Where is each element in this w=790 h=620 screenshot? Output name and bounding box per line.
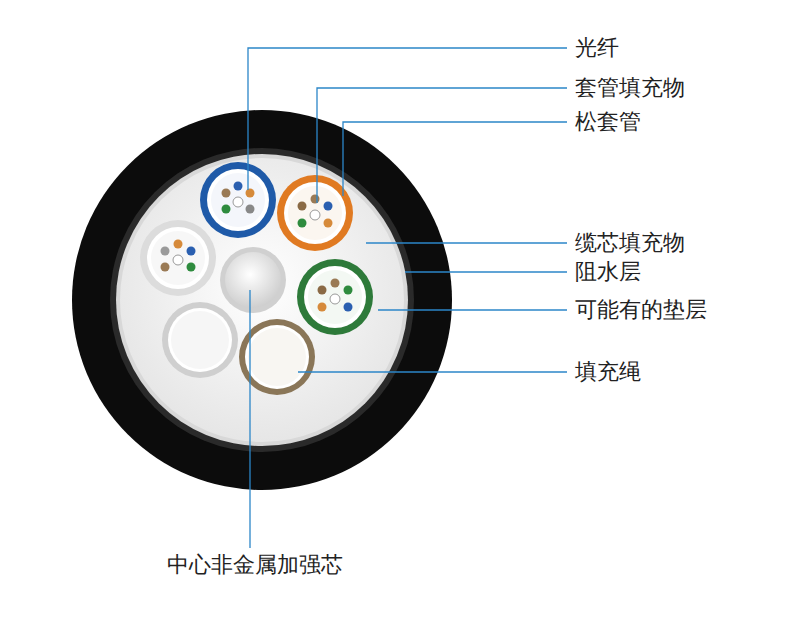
callout-label: 阻水层 [575, 259, 641, 285]
central-strength-member [220, 247, 286, 313]
leader-line [317, 88, 567, 203]
leader-line [343, 122, 567, 196]
callout-label: 松套管 [575, 109, 641, 135]
callout-label: 套管填充物 [575, 75, 685, 101]
bedding-layer [116, 154, 408, 446]
leader-lines [248, 48, 567, 548]
callout-label: 光纤 [575, 35, 619, 61]
leader-line [249, 290, 250, 548]
filler-rope [162, 302, 238, 378]
loose-tube [277, 175, 353, 251]
loose-tube [140, 220, 216, 296]
leader-line [366, 242, 567, 243]
leader-line [405, 271, 567, 272]
loose-tube [200, 162, 276, 238]
outer-jacket [72, 110, 452, 490]
leader-line [378, 309, 567, 310]
callout-label: 缆芯填充物 [575, 230, 685, 256]
callout-label: 中心非金属加强芯 [167, 552, 343, 578]
leader-line [248, 48, 567, 190]
water-block-layer [110, 148, 414, 452]
callout-label: 填充绳 [575, 359, 641, 385]
leader-line [298, 371, 567, 372]
callout-label: 可能有的垫层 [575, 297, 707, 323]
loose-tube [297, 259, 373, 335]
core-filler [120, 158, 404, 442]
